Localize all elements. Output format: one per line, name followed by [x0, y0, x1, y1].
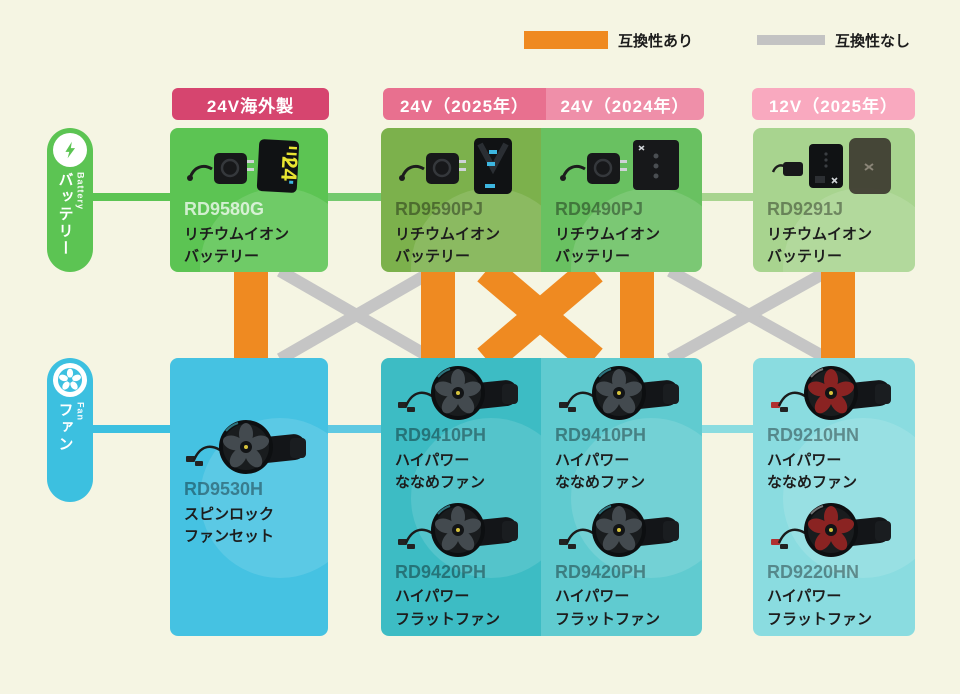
product-card: RD9590PJ リチウムイオン バッテリー [381, 136, 541, 269]
product-name: ハイパワー ななめファン [555, 451, 646, 492]
product-card: RD9420PH ハイパワー フラットファン [541, 499, 702, 632]
fan-box-24v-overseas: RD9530H スピンロック ファンセット [170, 358, 328, 636]
compatible-bar-col4 [821, 272, 855, 358]
fan-box-24v-2024: RD9410PH ハイパワー ななめファン RD9420PH ハイパワー フラッ… [541, 358, 702, 636]
product-code: RD9410PH [395, 425, 487, 445]
legend-incompatible: 互換性なし [757, 30, 910, 50]
product-card: RD9410PH ハイパワー ななめファン [541, 362, 702, 495]
battery-row-line [700, 193, 755, 201]
product-code: RD9420PH [395, 561, 487, 582]
product-card: RD9530H スピンロック ファンセット [170, 416, 328, 549]
product-name: ハイパワー フラットファン [395, 588, 501, 628]
compatible-bar-col2 [421, 272, 455, 358]
product-name: ハイパワー フラットファン [555, 588, 661, 628]
lightning-icon [53, 133, 87, 167]
product-name: ハイパワー フラットファン [767, 588, 873, 628]
product-code: RD9530H [184, 479, 264, 499]
product-card: RD9410PH ハイパワー ななめファン [381, 362, 541, 495]
fan-product-image [396, 499, 526, 561]
battery-row-line [328, 193, 383, 201]
battery-box-12v-2025: RD9291J リチウムイオン バッテリー [753, 128, 915, 272]
fan-product-image [557, 362, 687, 424]
product-code: RD9410PH [555, 425, 647, 445]
product-name: リチウムイオン バッテリー [555, 225, 661, 266]
compatible-bar-col3 [620, 272, 654, 358]
column-header-24v-2024: 24V（2024年） [546, 88, 704, 120]
battery-group-badge: Battery バッテリー [47, 128, 93, 272]
column-header-12v-2025: 12V（2025年） [752, 88, 915, 120]
product-code: RD9291J [767, 199, 844, 219]
compatible-bar-col1 [234, 272, 268, 358]
fan-product-image [184, 416, 314, 478]
battery-group-label: Battery バッテリー [56, 172, 86, 257]
battery-box-24v-2025: RD9590PJ リチウムイオン バッテリー [381, 128, 541, 272]
product-code: RD9220HN [767, 561, 860, 582]
product-code: RD9490PJ [555, 199, 644, 219]
fan-box-24v-2025: RD9410PH ハイパワー ななめファン RD9420PH ハイパワー フラッ… [381, 358, 541, 636]
product-code: RD9590PJ [395, 199, 484, 219]
product-name: リチウムイオン バッテリー [395, 225, 501, 266]
fan-row-line [93, 425, 172, 433]
product-card: RD9291J リチウムイオン バッテリー [753, 136, 915, 269]
product-code: RD9210HN [767, 425, 860, 445]
product-name: ハイパワー ななめファン [767, 451, 858, 492]
legend-compatible-swatch [524, 31, 608, 49]
battery-box-24v-overseas: 24 RD9580G リチウムイオン バッテリー [170, 128, 328, 272]
product-name: スピンロック ファンセット [184, 505, 275, 546]
fan-group-badge: Fan ファン [47, 358, 93, 502]
legend-incompatible-swatch [757, 35, 825, 45]
column-header-24v-2025: 24V（2025年） [383, 88, 546, 120]
legend-compatible-label: 互換性あり [618, 32, 694, 50]
fan-box-12v-2025: RD9210HN ハイパワー ななめファン RD9220HN ハイパワー フラッ… [753, 358, 915, 636]
fan-product-image [396, 362, 526, 424]
battery-box-24v-2024: RD9490PJ リチウムイオン バッテリー [541, 128, 702, 272]
product-code: RD9580G [184, 199, 265, 219]
product-card: RD9210HN ハイパワー ななめファン [753, 362, 915, 495]
legend-incompatible-label: 互換性なし [835, 32, 911, 50]
product-name: リチウムイオン バッテリー [184, 225, 290, 266]
battery-product-image [558, 140, 679, 190]
product-card: 24 RD9580G リチウムイオン バッテリー [170, 136, 328, 269]
column-header-24v-overseas: 24V海外製 [172, 88, 329, 120]
legend-compatible: 互換性あり [524, 30, 693, 50]
product-name: リチウムイオン バッテリー [767, 225, 873, 266]
product-code: RD9420PH [555, 561, 647, 582]
fan-icon [53, 363, 87, 397]
fan-row-line [700, 425, 755, 433]
battery-product-image [397, 138, 512, 194]
product-card: RD9220HN ハイパワー フラットファン [753, 499, 915, 632]
battery-product-image [771, 138, 891, 194]
fan-product-image [769, 499, 899, 561]
battery-row-line [93, 193, 172, 201]
fan-product-image [769, 362, 899, 424]
fan-group-label: Fan ファン [56, 402, 86, 453]
product-card: RD9490PJ リチウムイオン バッテリー [541, 136, 702, 269]
product-name: ハイパワー ななめファン [395, 451, 486, 492]
fan-row-line [328, 425, 383, 433]
battery-product-image: 24 [185, 139, 303, 193]
product-card: RD9420PH ハイパワー フラットファン [381, 499, 541, 632]
fan-product-image [557, 499, 687, 561]
